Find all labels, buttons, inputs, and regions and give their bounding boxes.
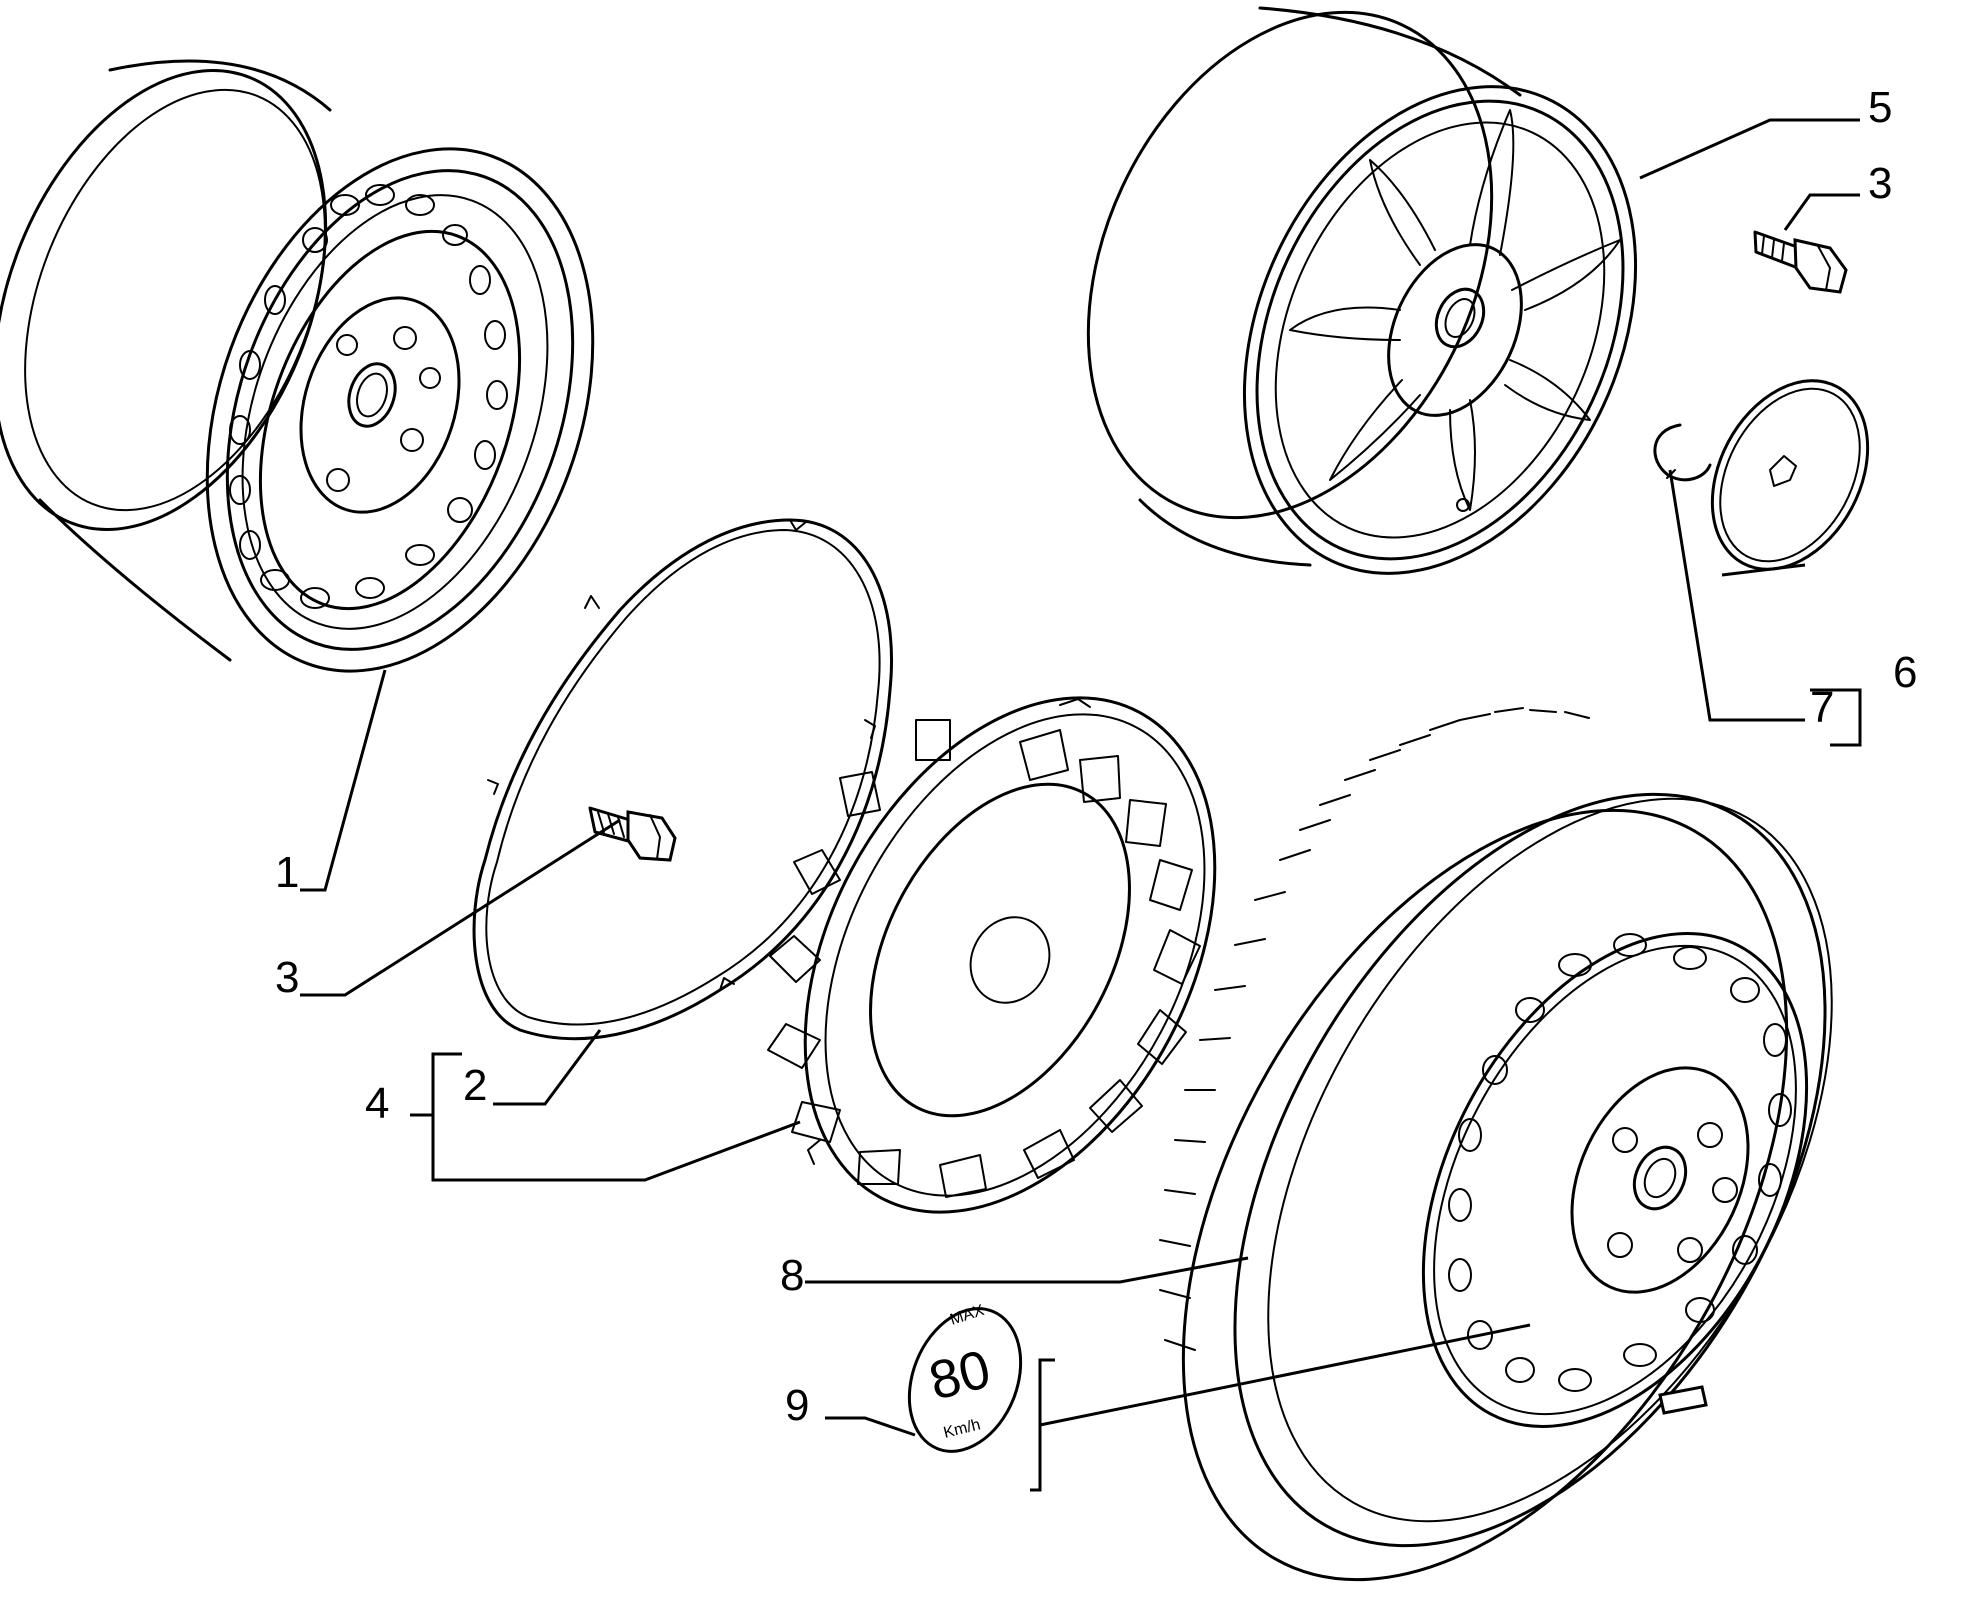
center-cap: [1710, 379, 1870, 571]
callout-5: 5: [1868, 83, 1892, 132]
steel-rim: [0, 59, 595, 673]
badge-max-text: MAX: [948, 1302, 987, 1329]
callout-3-right: 3: [1868, 159, 1892, 208]
badge-speed-text: 80: [923, 1339, 996, 1412]
alloy-wheel: [1086, 6, 1638, 575]
retaining-ring: [472, 518, 893, 1041]
hubcap-fins: [767, 719, 1201, 1198]
rim-vent-holes: [229, 184, 508, 609]
speed-limit-badge: MAX 80 Km/h: [907, 1302, 1023, 1453]
wheel-bolt-upper: [1753, 230, 1848, 294]
hubcap: [767, 696, 1217, 1214]
leader-lines: [300, 118, 1862, 1492]
callout-9: 9: [785, 1381, 809, 1430]
clip: [1653, 423, 1712, 482]
wheel-with-tyre: [1159, 707, 1833, 1582]
callout-1: 1: [275, 848, 299, 897]
wheel-bolt-lower: [588, 806, 677, 862]
wheel-vent-holes: [1448, 933, 1792, 1392]
callout-3-left: 3: [275, 953, 299, 1002]
callout-7: 7: [1810, 683, 1834, 732]
callout-2: 2: [463, 1061, 487, 1110]
badge-unit-text: Km/h: [942, 1416, 982, 1442]
callout-8: 8: [780, 1251, 804, 1300]
tyre-tread: [1159, 707, 1590, 1351]
callout-6: 6: [1893, 648, 1917, 697]
callout-numbers: 1 3 2 4 5 3 6 7 8 9: [275, 83, 1917, 1430]
callout-4: 4: [365, 1079, 389, 1128]
alloy-spokes: [1289, 109, 1621, 511]
